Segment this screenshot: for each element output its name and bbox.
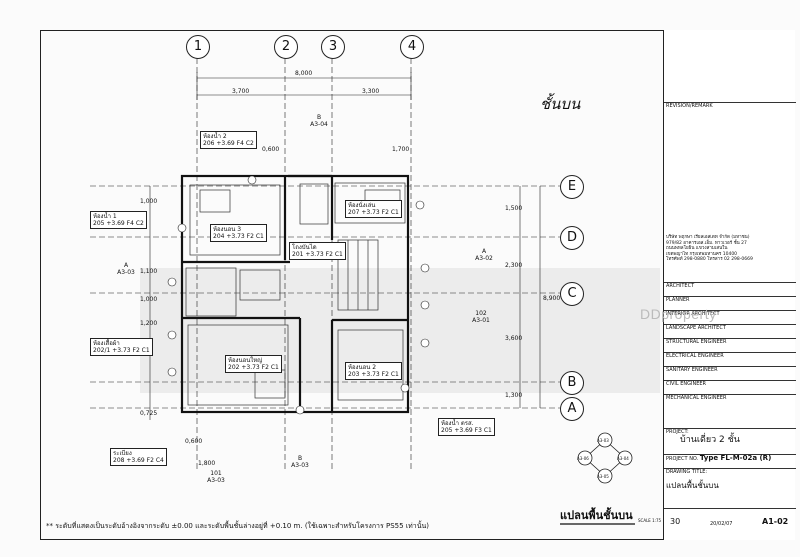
drawing-scale: SCALE 1:75 — [638, 518, 662, 523]
company-info: บริษัท พฤกษา เรียลเอสเตท จำกัด (มหาชน) 9… — [666, 235, 753, 262]
dim-bottom-2: 1,800 — [198, 460, 216, 467]
dim-left: 3,700 — [232, 88, 250, 95]
dim-right-2: 2,300 — [505, 262, 523, 269]
grid-bubble-A: A — [560, 397, 584, 421]
dim-right-total: 8,900 — [543, 295, 561, 302]
grid-bubble-E: E — [560, 175, 584, 199]
legend-mark-1: A3-03 — [597, 438, 609, 443]
tb-row-interior: INTERIOR ARCHITECT — [664, 310, 796, 324]
tb-row-sanitary: SANITARY ENGINEER — [664, 366, 796, 380]
footnote: ** ระดับที่แสดงเป็นระดับอ้างอิงจากระดับ … — [46, 522, 430, 530]
dim-left-5: 0,725 — [140, 410, 158, 417]
room-tag-master-bed: ห้องนอนใหญ่202 +3.73 F2 C1 — [225, 355, 282, 373]
tb-row-landscape: LANDSCAPE ARCHITECT — [664, 324, 796, 338]
grid-bubble-3: 3 — [321, 35, 345, 59]
tb-row-structural: STRUCTURAL ENGINEER — [664, 338, 796, 352]
revision-row: REVISION/REMARK — [664, 102, 796, 110]
dim-right-1: 1,500 — [505, 205, 523, 212]
legend-mark-2: A3-04 — [617, 456, 629, 461]
tb-row-civil: CIVIL ENGINEER — [664, 380, 796, 394]
dim-sub2: 1,700 — [392, 146, 410, 153]
dim-left-2: 1,100 — [140, 268, 158, 275]
dim-right-4: 1,300 — [505, 392, 523, 399]
handwritten-note: ชั้นบน — [540, 95, 581, 113]
title-block: REVISION/REMARK บริษัท พฤกษา เรียลเอสเตท… — [663, 30, 796, 540]
dim-left-4: 1,200 — [140, 320, 158, 327]
tb-row-mechanical: MECHANICAL ENGINEER — [664, 394, 796, 408]
grid-bubble-4: 4 — [400, 35, 424, 59]
dim-right-3: 3,600 — [505, 335, 523, 342]
tb-row-planner: PLANNER — [664, 296, 796, 310]
dim-bottom-1: 0,600 — [185, 438, 203, 445]
tb-sheet-info: 30 20/02/07 A1-02 — [664, 508, 796, 540]
dim-left-3: 1,000 — [140, 296, 158, 303]
grid-bubble-C: C — [560, 282, 584, 306]
tb-row-architect: ARCHITECT — [664, 282, 796, 296]
room-tag-bath-master: ห้องน้ำ ตรส.205 +3.69 F3 C1 — [438, 418, 495, 436]
grid-bubble-1: 1 — [186, 35, 210, 59]
grid-bubble-2: 2 — [274, 35, 298, 59]
dim-sub1: 0,600 — [262, 146, 280, 153]
tb-project-no: PROJECT NO. Type FL-M-02a (R) — [664, 454, 796, 468]
dim-total: 8,000 — [295, 70, 313, 77]
tb-row-electrical: ELECTRICAL ENGINEER — [664, 352, 796, 366]
dim-left-1: 1,000 — [140, 198, 158, 205]
watermark: DDproperty — [640, 306, 717, 322]
grid-bubble-B: B — [560, 371, 584, 395]
dim-right: 3,300 — [362, 88, 380, 95]
grid-bubble-D: D — [560, 226, 584, 250]
legend-mark-4: A3-06 — [577, 456, 589, 461]
tb-drawing-title: DRAWING TITLE: แปลนพื้นชั้นบน — [664, 468, 796, 508]
tb-project: PROJECT: บ้านเดี่ยว 2 ชั้น — [664, 428, 796, 454]
drawing-title: แปลนพื้นชั้นบน — [560, 509, 633, 522]
legend-mark-3: A3-05 — [597, 474, 609, 479]
